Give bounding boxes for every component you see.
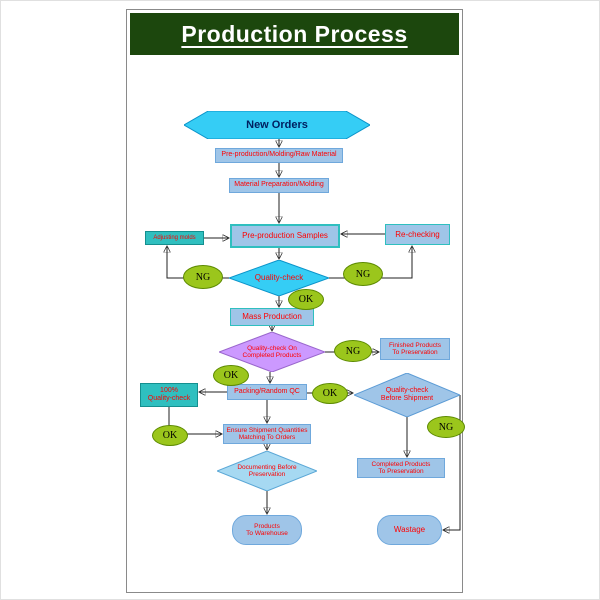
node-label: Pre-production Samples	[242, 231, 328, 241]
node-quality-check-before-shipment: Quality-check Before Shipment	[354, 373, 460, 417]
node-label: Preservation	[248, 471, 286, 478]
ng-badge: NG	[343, 262, 383, 286]
node-label: Re-checking	[395, 229, 440, 239]
node-100-percent-quality-check: 100% Quality-check	[140, 383, 198, 407]
node-label: Finished Products	[388, 341, 442, 349]
node-quality-check-completed-products: Quality-check On Completed Products	[219, 332, 325, 372]
node-label: New Orders	[246, 118, 308, 131]
node-mass-production: Mass Production	[230, 308, 314, 326]
ng-badge: NG	[427, 416, 465, 438]
node-preproduction-samples: Pre-production Samples	[230, 224, 340, 248]
node-rechecking: Re-checking	[385, 224, 450, 245]
ok-badge: OK	[152, 425, 188, 446]
node-quality-check: Quality-check	[229, 260, 329, 296]
node-label: Quality-check	[254, 273, 304, 283]
header-banner: Production Process	[130, 13, 459, 55]
ng-badge: NG	[334, 340, 372, 362]
node-label: Products	[254, 522, 280, 530]
node-label: Quality-check	[385, 386, 429, 394]
ok-badge: OK	[312, 383, 348, 404]
node-label: 100%	[160, 386, 178, 394]
node-label: To Warehouse	[246, 530, 288, 537]
hexagon-shape	[184, 111, 370, 139]
node-ensure-shipment-quantities: Ensure Shipment Quantities Matching To O…	[223, 424, 311, 444]
flowchart-panel: Production Process	[126, 9, 465, 593]
page-title: Production Process	[181, 20, 408, 47]
node-wastage: Wastage	[377, 515, 442, 545]
node-label: Adjusting molds	[153, 234, 196, 241]
node-finished-products-preservation: Finished Products To Preservation	[380, 338, 450, 360]
node-packing-random-qc: Packing/Random QC	[227, 384, 307, 400]
node-label: To Preservation	[378, 468, 424, 475]
node-label: Matching To Orders	[238, 434, 296, 441]
diamond-shape	[217, 451, 317, 491]
node-completed-products-preservation: Completed Products To Preservation	[357, 458, 445, 478]
node-documenting-before-preservation: Documenting Before Preservation	[217, 451, 317, 491]
node-label: Before Shipment	[380, 395, 434, 402]
node-label: Mass Production	[242, 312, 302, 322]
node-label: Completed Products	[371, 460, 431, 468]
flowchart-canvas: New Orders Pre-production/Molding/Raw Ma…	[127, 10, 465, 592]
diamond-shape	[219, 332, 325, 372]
diamond-shape	[229, 260, 329, 296]
node-label: Quality-check On	[247, 344, 297, 352]
ng-badge: NG	[183, 265, 223, 289]
node-label: Ensure Shipment Quantities	[226, 426, 308, 434]
node-label: To Preservation	[392, 349, 438, 356]
node-preproduction-raw-material: Pre-production/Molding/Raw Material	[215, 148, 343, 163]
node-label: Completed Products	[242, 352, 302, 359]
node-new-orders: New Orders	[184, 111, 370, 139]
node-label: Pre-production/Molding/Raw Material	[221, 151, 337, 159]
node-products-to-warehouse: Products To Warehouse	[232, 515, 302, 545]
ok-badge: OK	[288, 289, 324, 310]
node-label: Documenting Before	[237, 463, 297, 471]
ok-badge: OK	[213, 365, 249, 386]
node-material-preparation: Material Preparation/Molding	[229, 178, 329, 193]
node-label: Packing/Random QC	[234, 387, 300, 395]
node-label: Material Preparation/Molding	[234, 181, 324, 189]
node-label: Quality-check	[147, 395, 191, 402]
node-label: Wastage	[393, 525, 426, 535]
node-adjusting-molds: Adjusting molds	[145, 231, 204, 245]
diamond-shape	[354, 373, 460, 417]
